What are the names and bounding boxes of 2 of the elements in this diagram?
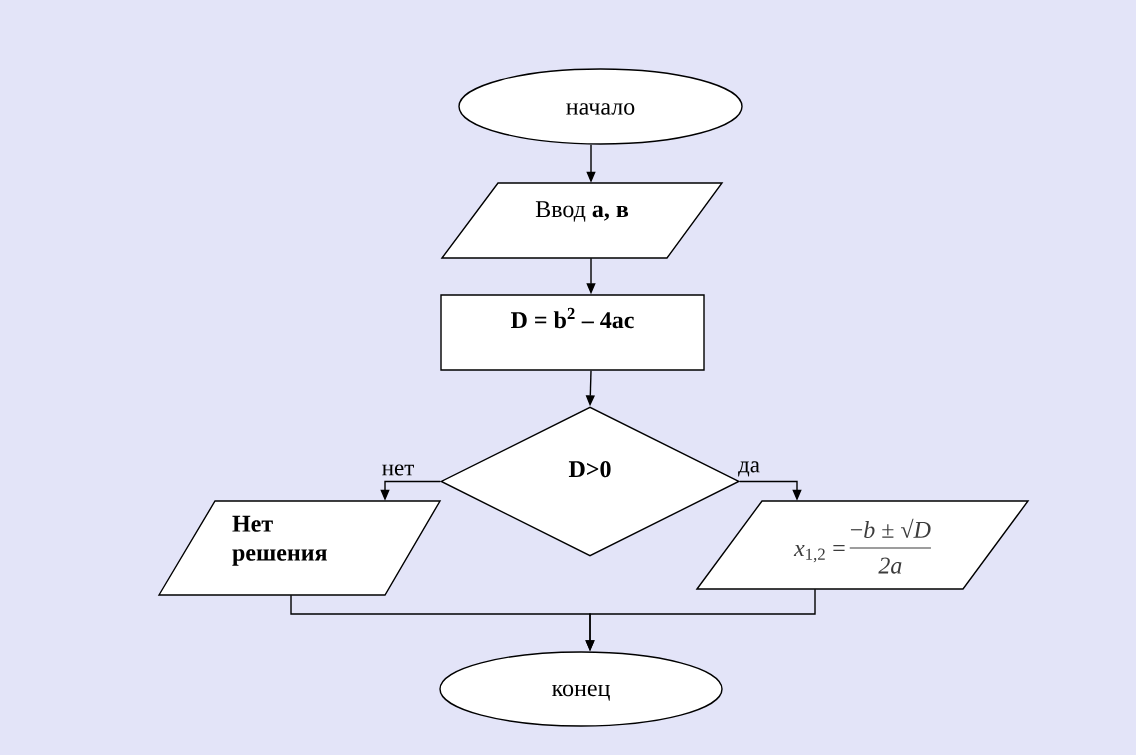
process-box: D = b$^{2}$ – 4ac <box>440 294 705 371</box>
edge-label: нет <box>380 463 416 477</box>
